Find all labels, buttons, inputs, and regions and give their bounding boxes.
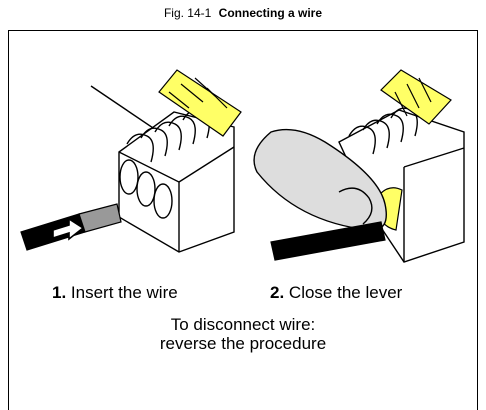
figure-caption: Fig. 14-1 Connecting a wire xyxy=(0,6,486,20)
note-line-1: To disconnect wire: xyxy=(170,315,316,334)
step-2-text: Close the lever xyxy=(288,283,403,302)
disconnect-note: To disconnect wire: reverse the procedur… xyxy=(0,315,486,353)
figure-number: Fig. 14-1 xyxy=(163,6,212,20)
step-1: 1. Insert the wire xyxy=(52,283,178,303)
lever-left xyxy=(158,69,242,137)
step-2-number: 2. xyxy=(270,283,285,302)
step-1-number: 1. xyxy=(52,283,67,302)
figure-title: Connecting a wire xyxy=(218,6,323,20)
connector-illustration xyxy=(20,69,465,263)
wire-left xyxy=(20,203,122,251)
wire-right xyxy=(270,221,386,261)
step-1-text: Insert the wire xyxy=(70,283,178,302)
note-line-2: reverse the procedure xyxy=(159,334,327,353)
figure-frame xyxy=(8,30,478,410)
terminal-left xyxy=(90,85,235,253)
step-2: 2. Close the lever xyxy=(270,283,402,303)
